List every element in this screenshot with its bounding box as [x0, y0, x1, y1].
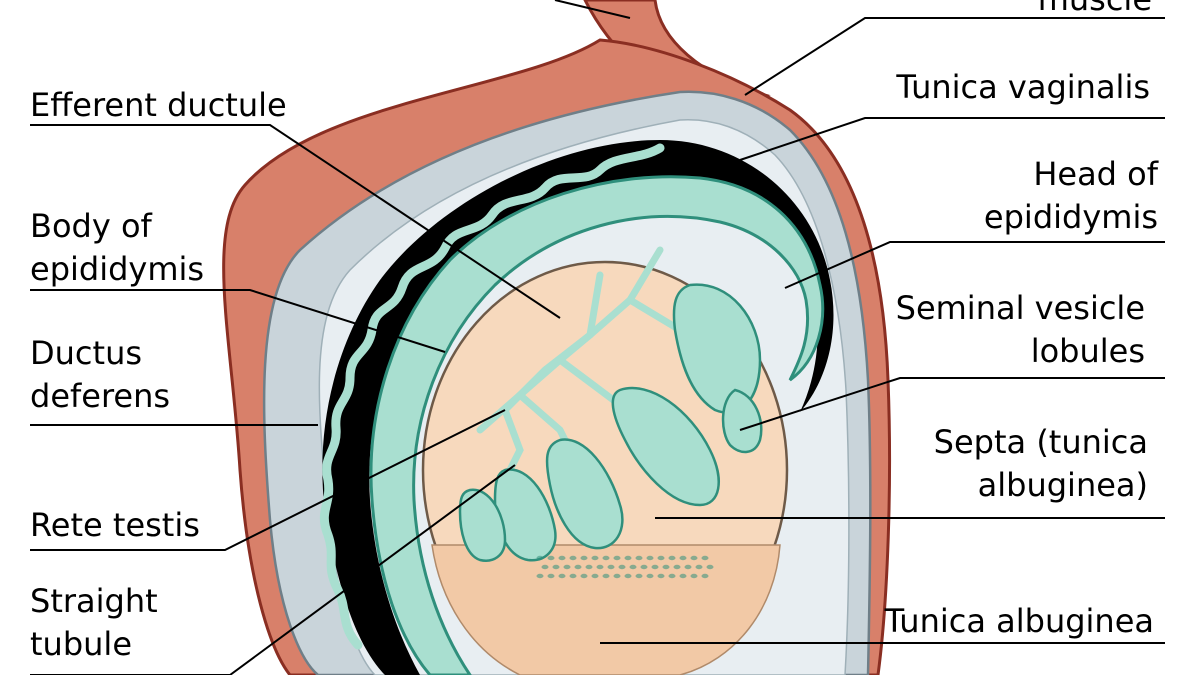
leader-rete-testis [30, 409, 506, 551]
tubule-cross-section [580, 555, 588, 561]
leader-lines [30, 0, 1165, 675]
tubule-cross-section [558, 555, 566, 561]
label-septa-line1: Septa (tunica [933, 423, 1148, 461]
label-body-of-epididymis: Body of epididymis [30, 205, 204, 291]
tubule-cross-section [607, 564, 615, 570]
tubule-cross-section [646, 555, 654, 561]
label-ductus-line2: deferens [30, 377, 171, 415]
leader-tunica-vaginalis-top [744, 17, 1165, 96]
tubule-cross-section [602, 573, 610, 579]
leader-efferent-ductule [30, 124, 561, 319]
label-head-line1: Head of [1033, 155, 1158, 193]
tubule-cross-section [657, 555, 665, 561]
label-septa: Septa (tunica albuginea) [934, 421, 1148, 507]
tubule-cross-section [585, 564, 593, 570]
tubule-cross-section [701, 555, 709, 561]
label-straight-tubule: Straight tubule [30, 580, 158, 666]
tubule-cross-section [574, 564, 582, 570]
leader-body-of-epididymis [30, 289, 446, 353]
tubule-cross-section [569, 573, 577, 579]
leader-head-of-epididymis [784, 241, 1165, 289]
tubule-cross-section [679, 555, 687, 561]
label-tunica-albuginea: Tunica albuginea [884, 602, 1154, 640]
tubule-cross-section [547, 573, 555, 579]
label-seminal-vesicle-lobules: Seminal vesicle lobules [896, 287, 1145, 373]
tubule-cross-section [673, 564, 681, 570]
label-straight-line2: tubule [30, 625, 132, 663]
tubule-cross-section [701, 573, 709, 579]
label-head-of-epididymis: Head of epididymis [984, 153, 1158, 239]
leader-muscle [554, 0, 631, 19]
tubule-cross-section [635, 573, 643, 579]
tubule-cross-section [651, 564, 659, 570]
label-tunica-vaginalis: Tunica vaginalis [896, 68, 1150, 106]
label-muscle: muscle [1038, 0, 1152, 21]
tubule-cross-section [635, 555, 643, 561]
label-seminal-line2: lobules [1030, 332, 1145, 370]
tubule-cross-section [706, 564, 714, 570]
label-seminal-line1: Seminal vesicle [895, 289, 1145, 327]
tubule-cross-section [684, 564, 692, 570]
tubule-cross-section [613, 573, 621, 579]
epididymis [369, 175, 825, 675]
tubule-cross-section [629, 564, 637, 570]
tubule-cross-section [690, 555, 698, 561]
label-body-line2: epididymis [30, 250, 205, 288]
tubule-cross-sections [536, 555, 714, 579]
tubule-cross-section [580, 573, 588, 579]
label-ductus-line1: Ductus [30, 334, 143, 372]
tubule-cross-section [552, 564, 560, 570]
tubule-cross-section [657, 573, 665, 579]
tubule-cross-section [613, 555, 621, 561]
label-head-line2: epididymis [983, 198, 1158, 236]
tubule-cross-section [668, 573, 676, 579]
tubule-cross-section [618, 564, 626, 570]
leader-tunica-vaginalis [739, 117, 1165, 161]
label-efferent-ductule: Efferent ductule [30, 86, 287, 124]
tubule-cross-section [624, 555, 632, 561]
efferent-ductule-wave [319, 143, 665, 650]
tubule-cross-section [563, 564, 571, 570]
label-septa-line2: albuginea) [977, 466, 1148, 504]
tubule-cross-section [569, 555, 577, 561]
tubule-cross-section [662, 564, 670, 570]
tubule-cross-section [668, 555, 676, 561]
label-body-line1: Body of [30, 207, 152, 245]
tubule-cross-section [541, 564, 549, 570]
ductus-deferens-shape [322, 140, 834, 675]
label-ductus-deferens: Ductus deferens [30, 332, 170, 418]
tubule-cross-section [591, 573, 599, 579]
tubule-cross-section [591, 555, 599, 561]
tubule-cross-section [646, 573, 654, 579]
label-rete-testis: Rete testis [30, 506, 200, 544]
tubule-cross-section [690, 573, 698, 579]
tubule-cross-section [679, 573, 687, 579]
tubule-cross-section [695, 564, 703, 570]
seminal-lobules [458, 283, 763, 562]
tubule-cross-section [596, 564, 604, 570]
tubule-cross-section [547, 555, 555, 561]
leader-seminal-vesicle-lobules [739, 377, 1165, 431]
tubule-cross-section [558, 573, 566, 579]
tubule-cross-section [624, 573, 632, 579]
label-straight-line1: Straight [30, 582, 158, 620]
leader-straight-tubule [30, 464, 516, 675]
tubule-cross-section [640, 564, 648, 570]
tubule-cross-section [536, 555, 544, 561]
tubule-cross-section [536, 573, 544, 579]
tubule-cross-section [602, 555, 610, 561]
